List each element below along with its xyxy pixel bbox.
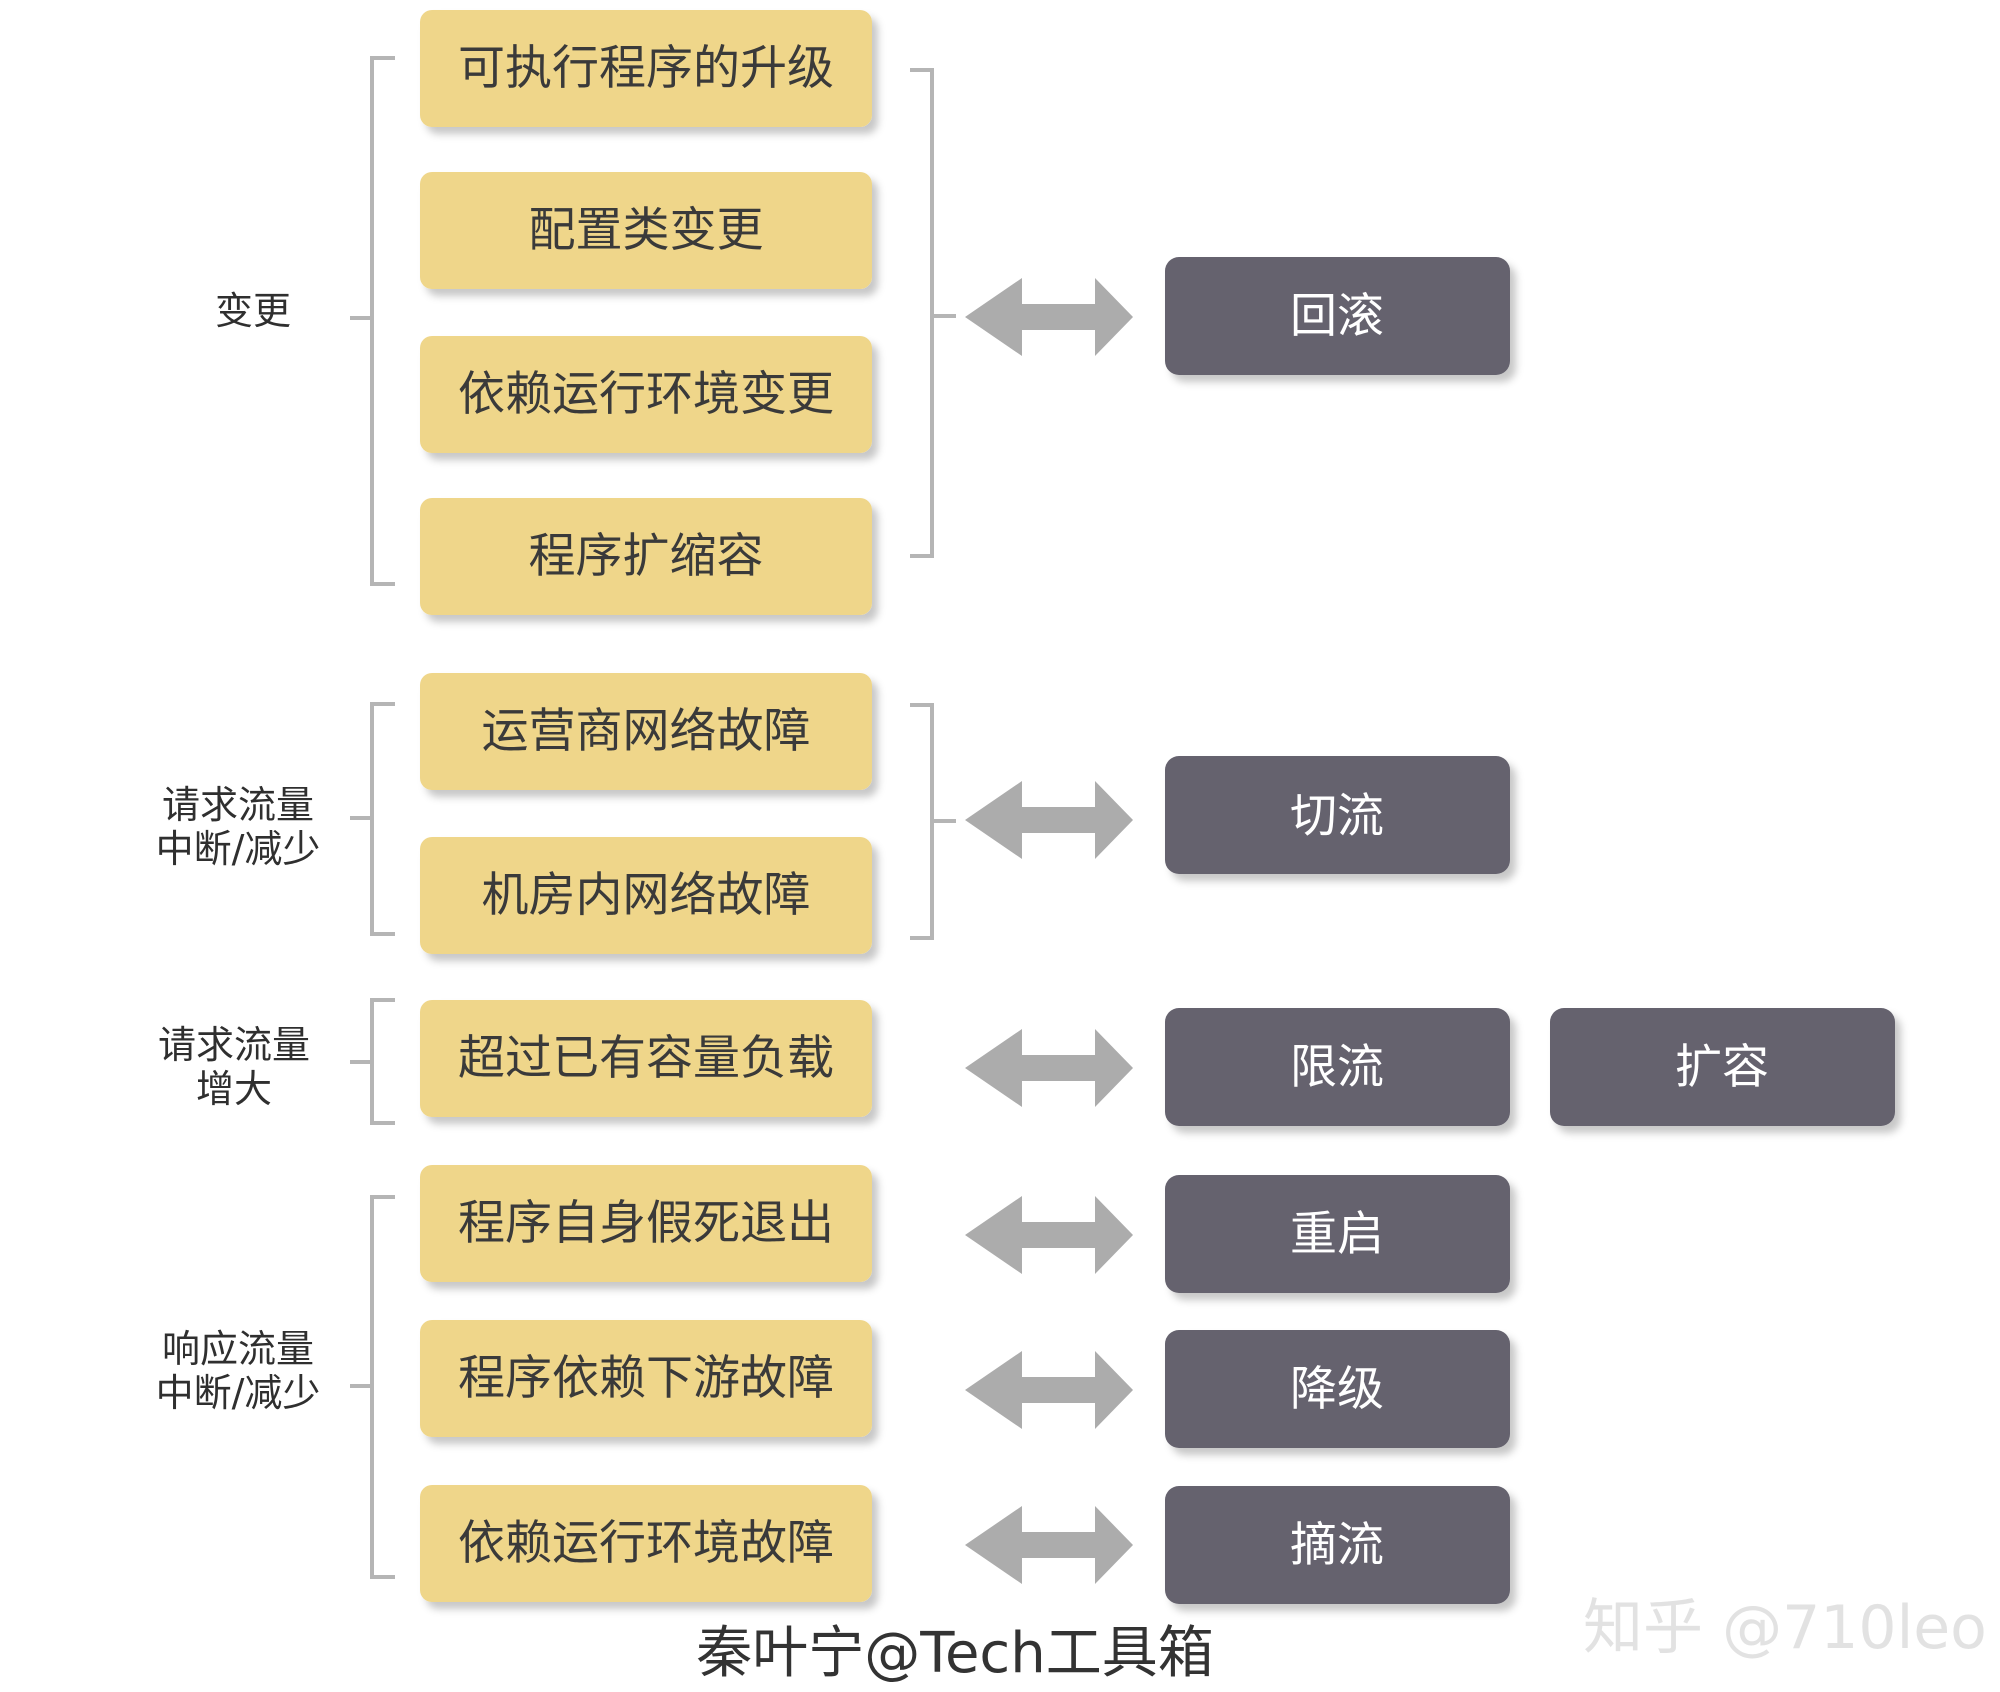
cause-label: 依赖运行环境故障 — [458, 1516, 834, 1571]
action-box-remove-traffic: 摘流 — [1165, 1486, 1510, 1604]
cause-label: 可执行程序的升级 — [458, 41, 834, 96]
group-label-request-drop-line2: 中断/减少 — [156, 827, 321, 871]
action-box-switch-traffic: 切流 — [1165, 756, 1510, 874]
left-bracket-request-increase — [350, 998, 395, 1125]
left-bracket-response-drop — [350, 1195, 395, 1579]
cause-label: 超过已有容量负载 — [458, 1031, 834, 1086]
action-label: 切流 — [1290, 789, 1384, 844]
cause-label: 配置类变更 — [529, 203, 764, 258]
left-bracket-request-drop — [350, 702, 395, 936]
group-label-change: 变更 — [215, 289, 291, 333]
cause-box: 机房内网络故障 — [420, 837, 872, 954]
cause-box: 超过已有容量负载 — [420, 1000, 872, 1117]
action-box-rollback: 回滚 — [1165, 257, 1510, 375]
cause-label: 机房内网络故障 — [482, 868, 811, 923]
double-arrow — [965, 278, 1133, 356]
cause-box: 程序扩缩容 — [420, 498, 872, 615]
double-arrow — [965, 781, 1133, 859]
cause-box: 配置类变更 — [420, 172, 872, 289]
action-box-restart: 重启 — [1165, 1175, 1510, 1293]
cause-label: 程序依赖下游故障 — [458, 1351, 834, 1406]
action-label: 回滚 — [1290, 289, 1384, 344]
action-label: 重启 — [1290, 1207, 1384, 1262]
footer-credit: 秦叶宁@Tech工具箱 — [696, 1621, 1213, 1686]
group-label-request-increase-line2: 增大 — [196, 1067, 272, 1111]
double-arrow — [965, 1196, 1133, 1274]
cause-box: 可执行程序的升级 — [420, 10, 872, 127]
double-arrow — [965, 1506, 1133, 1584]
cause-box: 运营商网络故障 — [420, 673, 872, 790]
cause-label: 依赖运行环境变更 — [458, 367, 834, 422]
watermark: 知乎 @710leo — [1583, 1593, 1987, 1663]
action-box-scale-out: 扩容 — [1550, 1008, 1895, 1126]
action-label: 降级 — [1290, 1362, 1384, 1417]
double-arrow — [965, 1351, 1133, 1429]
action-label: 限流 — [1290, 1040, 1384, 1095]
group-label-response-drop-line2: 中断/减少 — [156, 1371, 321, 1415]
action-label: 扩容 — [1675, 1040, 1769, 1095]
cause-box: 程序自身假死退出 — [420, 1165, 872, 1282]
action-box-rate-limit: 限流 — [1165, 1008, 1510, 1126]
right-bracket-change — [910, 68, 956, 558]
group-label-response-drop-line1: 响应流量 — [162, 1327, 314, 1371]
left-bracket-change — [350, 56, 395, 586]
cause-box: 程序依赖下游故障 — [420, 1320, 872, 1437]
group-label-request-drop-line1: 请求流量 — [162, 783, 314, 827]
double-arrow — [965, 1029, 1133, 1107]
cause-label: 程序自身假死退出 — [458, 1196, 834, 1251]
right-bracket-request-drop — [910, 703, 956, 940]
action-label: 摘流 — [1290, 1518, 1384, 1573]
cause-label: 运营商网络故障 — [482, 704, 811, 759]
group-label-request-increase-line1: 请求流量 — [158, 1023, 310, 1067]
action-box-degrade: 降级 — [1165, 1330, 1510, 1448]
cause-box: 依赖运行环境变更 — [420, 336, 872, 453]
cause-label: 程序扩缩容 — [529, 529, 764, 584]
cause-box: 依赖运行环境故障 — [420, 1485, 872, 1602]
